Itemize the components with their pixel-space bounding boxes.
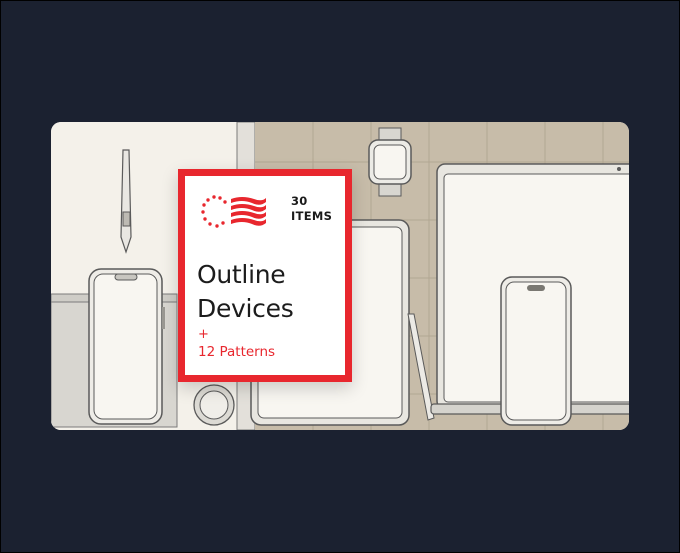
product-badge: 30 ITEMS Outline Devices + 12 Patterns [178,169,352,382]
stylus-icon [120,149,132,254]
product-title: Outline Devices [197,258,294,326]
smartphone-icon [88,268,165,425]
smartwatch-icon [368,127,412,197]
promo-banner[interactable]: 30 ITEMS Outline Devices + 12 Patterns [51,122,629,430]
pencil-icon [407,313,435,421]
badge-panel: 30 ITEMS Outline Devices + 12 Patterns [185,176,345,375]
plus-sign: + [198,327,209,342]
items-count-label: ITEMS [291,209,333,223]
round-watch-icon [193,384,235,426]
title-line-2: Devices [197,294,294,323]
stripes-logo-icon [201,195,266,228]
items-count: 30 ITEMS [291,194,332,224]
title-line-1: Outline [197,260,286,289]
items-count-number: 30 [291,194,308,208]
smartphone-icon [500,276,572,426]
patterns-label: 12 Patterns [198,344,276,360]
